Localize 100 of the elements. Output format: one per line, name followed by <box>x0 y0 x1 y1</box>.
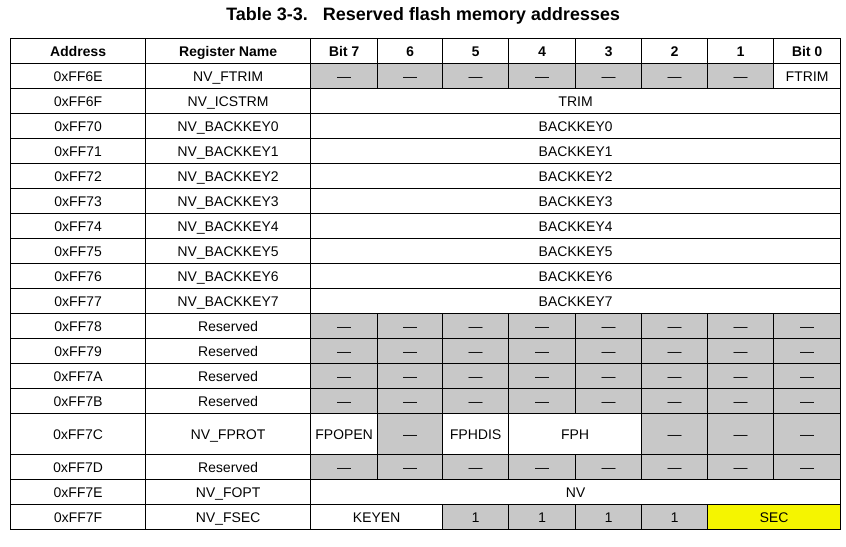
bit-field: — <box>442 338 508 364</box>
bit-field: BACKKEY1 <box>310 138 840 164</box>
address-value: 0xFF74 <box>10 214 146 238</box>
register-name: NV_BACKKEY1 <box>146 138 310 164</box>
bit-field: — <box>442 314 508 338</box>
register-name: NV_BACKKEY7 <box>146 288 310 314</box>
address-value: 0xFF75 <box>10 238 146 264</box>
register-name: Reserved <box>146 454 310 480</box>
bit-field: — <box>310 364 378 388</box>
address-value: 0xFF6F <box>10 88 146 114</box>
register-name: Reserved <box>146 338 310 364</box>
register-name: NV_FSEC <box>146 504 310 530</box>
bit-field: — <box>378 454 442 480</box>
register-name: NV_ICSTRM <box>146 88 310 114</box>
address-value: 0xFF71 <box>10 138 146 164</box>
bit-field: — <box>642 388 708 414</box>
address-value: 0xFF79 <box>10 338 146 364</box>
address-value: 0xFF7D <box>10 454 146 480</box>
bit-field: — <box>708 314 774 338</box>
bit-field: — <box>642 414 708 454</box>
register-name: NV_FOPT <box>146 480 310 504</box>
bit-field: — <box>774 414 840 454</box>
bit-field: — <box>642 64 708 88</box>
bit-field: 1 <box>442 504 508 530</box>
bit-field: — <box>576 338 642 364</box>
address-value: 0xFF78 <box>10 314 146 338</box>
bit-field: — <box>576 314 642 338</box>
bit-field: KEYEN <box>310 504 442 530</box>
address-value: 0xFF70 <box>10 114 146 138</box>
bit-field: SEC <box>708 504 840 530</box>
bit-field: — <box>508 364 576 388</box>
register-name: NV_BACKKEY6 <box>146 264 310 288</box>
bit-field: — <box>508 454 576 480</box>
address-value: 0xFF7A <box>10 364 146 388</box>
bit-field: BACKKEY0 <box>310 114 840 138</box>
register-name: NV_BACKKEY5 <box>146 238 310 264</box>
bit-field: — <box>708 64 774 88</box>
bit-field: — <box>442 388 508 414</box>
register-name: NV_BACKKEY2 <box>146 164 310 188</box>
bit-field: — <box>310 314 378 338</box>
address-value: 0xFF73 <box>10 188 146 214</box>
bit-field: 1 <box>508 504 576 530</box>
bit-field: — <box>774 338 840 364</box>
bit-field: — <box>576 454 642 480</box>
bit-field: BACKKEY6 <box>310 264 840 288</box>
bit-field: — <box>576 64 642 88</box>
bit-field: — <box>508 64 576 88</box>
bit-field: — <box>442 64 508 88</box>
bit-field: — <box>378 64 442 88</box>
bit-field: — <box>310 388 378 414</box>
bit-field: — <box>774 314 840 338</box>
bit-field: — <box>508 338 576 364</box>
bit-field: — <box>378 414 442 454</box>
table-title: Table 3-3. Reserved flash memory addresses <box>225 4 621 25</box>
address-value: 0xFF7B <box>10 388 146 414</box>
bit-field: — <box>642 314 708 338</box>
bit-field: — <box>310 64 378 88</box>
address-value: 0xFF77 <box>10 288 146 314</box>
bit-field: FTRIM <box>774 64 840 88</box>
bit-field: — <box>642 364 708 388</box>
bit-field: BACKKEY2 <box>310 164 840 188</box>
bit-field: — <box>642 338 708 364</box>
register-name: NV_FTRIM <box>146 64 310 88</box>
register-name: Reserved <box>146 388 310 414</box>
bit-field: — <box>642 454 708 480</box>
register-name: NV_BACKKEY4 <box>146 214 310 238</box>
bit-field: BACKKEY3 <box>310 188 840 214</box>
bit-field: — <box>508 314 576 338</box>
register-name: NV_BACKKEY3 <box>146 188 310 214</box>
bit-field: — <box>442 454 508 480</box>
bit-field: 1 <box>642 504 708 530</box>
bit-field: — <box>378 338 442 364</box>
bit-field: — <box>442 364 508 388</box>
register-name: Reserved <box>146 314 310 338</box>
bit-field: — <box>378 364 442 388</box>
bit-field: TRIM <box>310 88 840 114</box>
register-name: NV_FPROT <box>146 414 310 454</box>
bit-field: — <box>576 388 642 414</box>
bit-field: — <box>576 364 642 388</box>
bit-field: — <box>310 338 378 364</box>
bit-field: — <box>708 364 774 388</box>
bit-field: — <box>508 388 576 414</box>
column-header: Register Name <box>146 38 310 64</box>
bit-field: — <box>774 454 840 480</box>
address-value: 0xFF7C <box>10 414 146 454</box>
bit-field: — <box>378 388 442 414</box>
column-header: Bit 0 <box>774 38 840 64</box>
bit-field: BACKKEY5 <box>310 238 840 264</box>
address-value: 0xFF6E <box>10 64 146 88</box>
address-value: 0xFF76 <box>10 264 146 288</box>
address-value: 0xFF7E <box>10 480 146 504</box>
address-value: 0xFF7F <box>10 504 146 530</box>
bit-field: — <box>708 388 774 414</box>
address-value: 0xFF72 <box>10 164 146 188</box>
bit-field: — <box>774 364 840 388</box>
bit-field: — <box>310 454 378 480</box>
bit-field: BACKKEY4 <box>310 214 840 238</box>
bit-field: — <box>708 338 774 364</box>
bit-field: — <box>708 414 774 454</box>
bit-field: — <box>378 314 442 338</box>
